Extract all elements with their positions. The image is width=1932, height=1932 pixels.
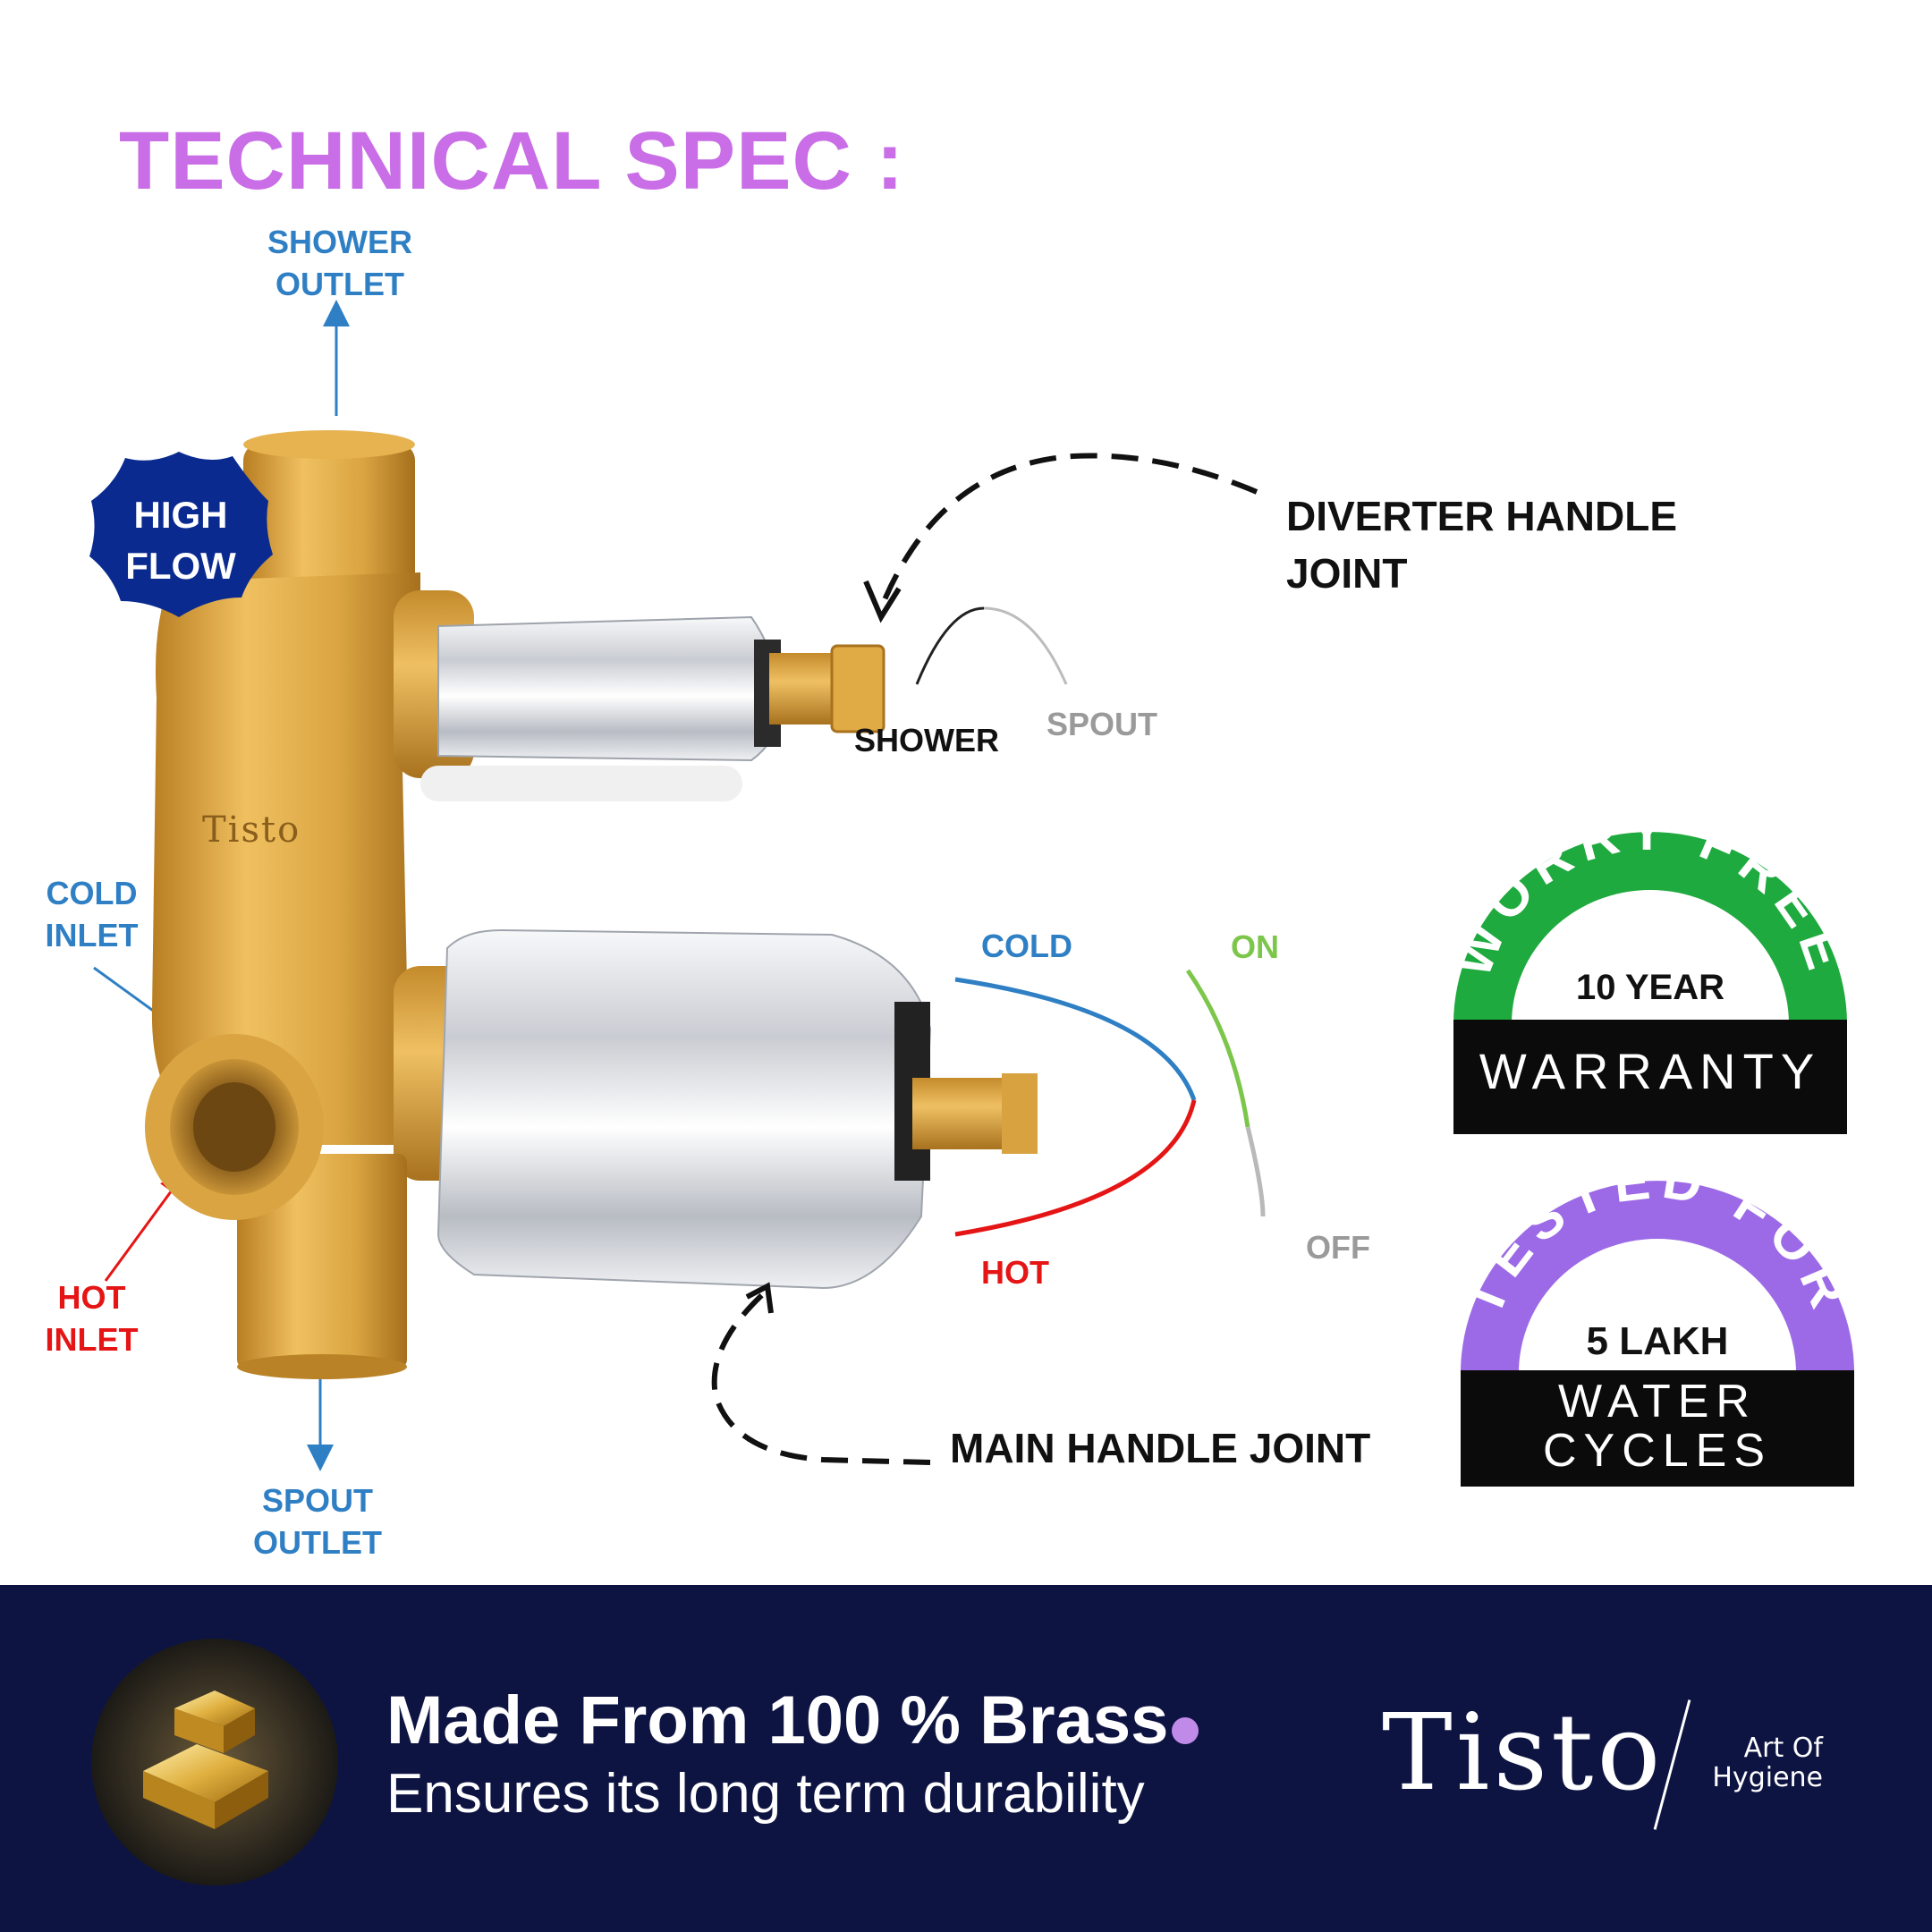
page-title: TECHNICAL SPEC :	[119, 115, 905, 207]
diverter-arc-shower	[915, 606, 985, 685]
hot-direction-label: HOT	[981, 1254, 1049, 1291]
tested-count-text: 5 LAKH	[1586, 1319, 1729, 1363]
warranty-band-text: WARRANTY	[1479, 1043, 1822, 1099]
main-joint-label: MAIN HANDLE JOINT	[950, 1425, 1371, 1471]
high-flow-badge	[89, 452, 273, 617]
off-arc	[1245, 1126, 1266, 1217]
hot-inlet-pointer	[104, 1169, 187, 1282]
valve-illustration: WORRY FREE TESTED FOR	[89, 300, 1854, 1487]
diverter-handle	[437, 615, 886, 762]
cold-arc	[954, 977, 1197, 1101]
diverter-dashed-arrow	[878, 453, 1258, 610]
main-dashed-arrow	[711, 1290, 931, 1465]
warranty-years-text: 10 YEAR	[1575, 968, 1724, 1007]
warranty-badge	[1453, 832, 1847, 1134]
footer-subheading: Ensures its long term durability	[386, 1763, 1145, 1825]
body-logo: Tisto	[202, 809, 301, 851]
off-label: OFF	[1306, 1229, 1370, 1266]
tested-badge	[1461, 1181, 1854, 1487]
on-arc	[1185, 969, 1250, 1128]
brand-logo: Tisto	[1382, 1690, 1665, 1814]
hot-arc	[954, 1099, 1197, 1237]
spout-mode-label: SPOUT	[1046, 706, 1158, 742]
footer-heading: Made From 100 % Brass	[386, 1682, 1169, 1758]
cold-direction-label: COLD	[981, 928, 1072, 964]
gold-bars-icon	[91, 1639, 338, 1885]
diverter-arc-spout	[983, 606, 1068, 685]
accent-dot	[1172, 1717, 1199, 1744]
on-label: ON	[1231, 928, 1279, 965]
main-handle	[436, 928, 1038, 1290]
shower-mode-label: SHOWER	[854, 722, 999, 758]
